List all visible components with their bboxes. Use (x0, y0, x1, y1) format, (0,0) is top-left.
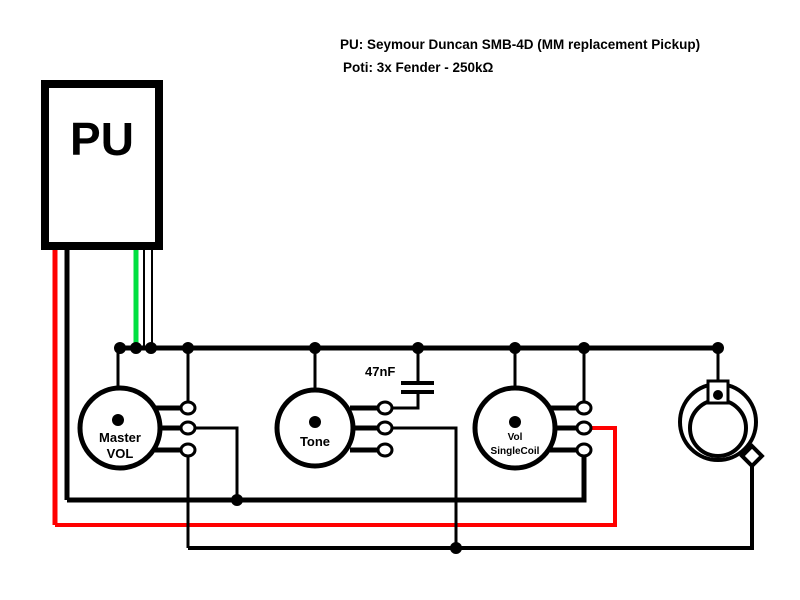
capacitor-label: 47nF (365, 364, 395, 379)
tone-label: Tone (300, 434, 330, 449)
output-jack (678, 348, 765, 469)
master-vol-pot: Master VOL (77, 348, 197, 471)
red-hot-wire (55, 426, 617, 527)
master-wiper-wire (188, 426, 239, 500)
output-bus (188, 458, 754, 550)
pickup-box: PU (41, 80, 163, 250)
pickup-label: PU (70, 113, 134, 165)
junction-dots (114, 342, 724, 554)
master-vol-label-2: VOL (107, 446, 134, 461)
tone-pot: Tone (274, 348, 394, 469)
vol-singlecoil-pot: Vol SingleCoil (472, 348, 593, 471)
tone-wiper-wire (385, 426, 458, 548)
pickup-spec-text: PU: Seymour Duncan SMB-4D (MM replacemen… (340, 37, 701, 52)
master-vol-label-1: Master (99, 430, 141, 445)
capacitor-47nf: 47nF (365, 348, 434, 410)
vol-singlecoil-label-1: Vol (508, 432, 523, 443)
poti-spec-text: Poti: 3x Fender - 250kΩ (343, 60, 494, 75)
vol-singlecoil-label-2: SingleCoil (491, 446, 540, 457)
